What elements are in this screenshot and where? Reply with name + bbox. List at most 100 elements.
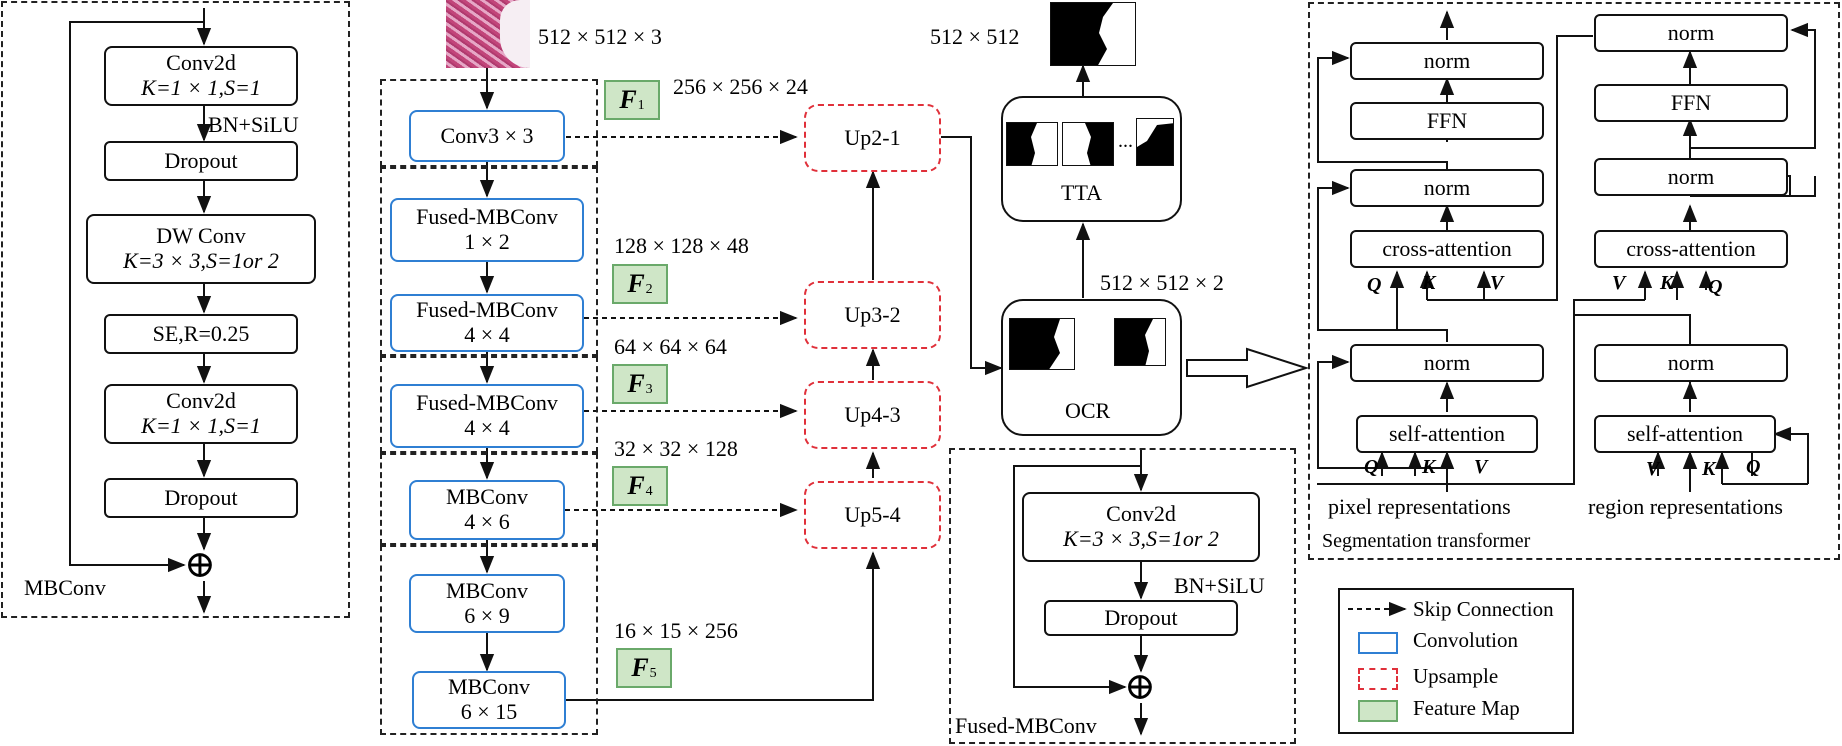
encoder-block-mbconv-3: MBConv 6 × 15 [412, 671, 566, 729]
legend-upsample: Upsample [1413, 664, 1499, 688]
feature-size-f4: 32 × 32 × 128 [614, 436, 738, 461]
encoder-block-fused-1: Fused-MBConv 1 × 2 [390, 198, 584, 262]
tta-mask-2 [1062, 122, 1114, 166]
mbconv-dwconv: DW Conv K=3 × 3,S=1or 2 [86, 214, 316, 284]
label-line2: K=3 × 3,S=1or 2 [123, 248, 279, 273]
label-line1: Fused-MBConv [416, 390, 558, 416]
mask-shape [1085, 123, 1113, 165]
seg-right-self-q: Q [1746, 456, 1761, 478]
seg-left-caption: pixel representations [1328, 494, 1511, 519]
mbconv-dropout-2: Dropout [104, 478, 298, 518]
mask-shape [1115, 319, 1153, 365]
stage-frame-2 [380, 167, 598, 356]
upsample-up5-4: Up5-4 [804, 481, 941, 549]
label-line1: MBConv [446, 484, 528, 510]
label-line1: Conv2d [1106, 501, 1176, 527]
seg-right-caption: region representations [1588, 494, 1783, 519]
legend-feature-map-swatch [1358, 700, 1398, 722]
legend [1338, 588, 1574, 734]
feature-name: F [627, 471, 645, 500]
encoder-block-fused-3: Fused-MBConv 4 × 4 [390, 384, 584, 448]
label-line1: Conv3 × 3 [440, 122, 534, 148]
feature-name: F [619, 85, 637, 114]
seg-right-self-v: V [1646, 458, 1660, 480]
label-line1: Conv2d [166, 50, 236, 76]
label-line2: 4 × 6 [464, 509, 510, 534]
label-line2: 4 × 4 [464, 415, 510, 440]
ocr-mask-2 [1114, 318, 1166, 366]
mbconv-add-icon: ⊕ [184, 544, 216, 586]
fused-mbconv-panel [949, 448, 1296, 744]
label-line1: Conv2d [166, 388, 236, 414]
label-line2: K=3 × 3,S=1or 2 [1063, 526, 1219, 551]
encoder-block-mbconv-1: MBConv 4 × 6 [409, 480, 565, 540]
seg-right-cross-v: V [1612, 272, 1626, 294]
seg-right-ffn: FFN [1594, 84, 1788, 122]
seg-left-self-q: Q [1364, 456, 1379, 478]
ocr-size-label: 512 × 512 × 2 [1100, 270, 1224, 295]
label-line1: DW Conv [156, 223, 246, 249]
feature-subscript: 5 [649, 666, 657, 681]
mask-shape [1137, 123, 1173, 165]
seg-left-self-k: K [1422, 456, 1436, 478]
label-line2: 6 × 15 [460, 699, 518, 724]
feature-name: F [627, 369, 645, 398]
feature-size-f3: 64 × 64 × 64 [614, 334, 727, 359]
fused-conv2d: Conv2d K=3 × 3,S=1or 2 [1022, 492, 1260, 562]
mbconv-conv2d-1: Conv2d K=1 × 1,S=1 [104, 46, 298, 106]
label-line1: Fused-MBConv [416, 204, 558, 230]
seg-left-norm-top: norm [1350, 42, 1544, 80]
label-line1: Fused-MBConv [416, 297, 558, 323]
stage-frame-5 [380, 545, 598, 735]
legend-skip-connection: Skip Connection [1413, 597, 1554, 621]
fused-dropout: Dropout [1044, 600, 1238, 636]
stage-frame-4 [380, 453, 598, 545]
encoder-block-conv3x3: Conv3 × 3 [409, 110, 565, 162]
seg-right-self-k: K [1702, 458, 1716, 480]
fused-title: Fused-MBConv [955, 713, 1097, 738]
feature-size-f5: 16 × 15 × 256 [614, 618, 738, 643]
seg-left-ffn: FFN [1350, 102, 1544, 140]
seg-left-cross-v: V [1490, 272, 1504, 294]
input-image-thumbnail [446, 0, 530, 68]
seg-right-cross-attention: cross-attention [1594, 230, 1788, 268]
legend-upsample-swatch [1358, 668, 1398, 690]
seg-left-cross-attention: cross-attention [1350, 230, 1544, 268]
input-size-label: 512 × 512 × 3 [538, 24, 662, 49]
mask-shape [1007, 123, 1037, 165]
seg-right-cross-k: K [1660, 272, 1674, 294]
seg-right-norm-top: norm [1594, 14, 1788, 52]
upsample-up2-1: Up2-1 [804, 104, 941, 172]
encoder-block-mbconv-2: MBConv 6 × 9 [409, 574, 565, 633]
upsample-up3-2: Up3-2 [804, 281, 941, 349]
label-line2: 1 × 2 [464, 229, 510, 254]
mbconv-se: SE,R=0.25 [104, 314, 298, 354]
feature-subscript: 2 [645, 282, 653, 297]
label-line2: K=1 × 1,S=1 [141, 413, 261, 438]
label-line2: 4 × 4 [464, 322, 510, 347]
feature-size-f2: 128 × 128 × 48 [614, 233, 749, 258]
tta-ellipsis: ... [1118, 130, 1133, 152]
tta-mask-3 [1136, 118, 1174, 166]
legend-feature-map: Feature Map [1413, 696, 1520, 720]
encoder-block-fused-2: Fused-MBConv 4 × 4 [390, 294, 584, 352]
seg-right-norm-low: norm [1594, 344, 1788, 382]
ocr-label: OCR [1065, 398, 1111, 423]
mbconv-dropout-1: Dropout [104, 141, 298, 181]
seg-left-norm-low: norm [1350, 344, 1544, 382]
legend-convolution-swatch [1358, 632, 1398, 654]
feature-name: F [631, 653, 649, 682]
output-mask-thumbnail [1050, 2, 1136, 66]
output-size-label: 512 × 512 [930, 24, 1020, 49]
feature-subscript: 1 [637, 98, 645, 113]
seg-left-cross-k: K [1422, 272, 1436, 294]
feature-subscript: 4 [645, 484, 653, 499]
feature-name: F [627, 269, 645, 298]
fused-bn-silu: BN+SiLU [1174, 573, 1265, 598]
seg-left-cross-q: Q [1367, 274, 1382, 296]
seg-transformer-title: Segmentation transformer [1322, 530, 1531, 552]
